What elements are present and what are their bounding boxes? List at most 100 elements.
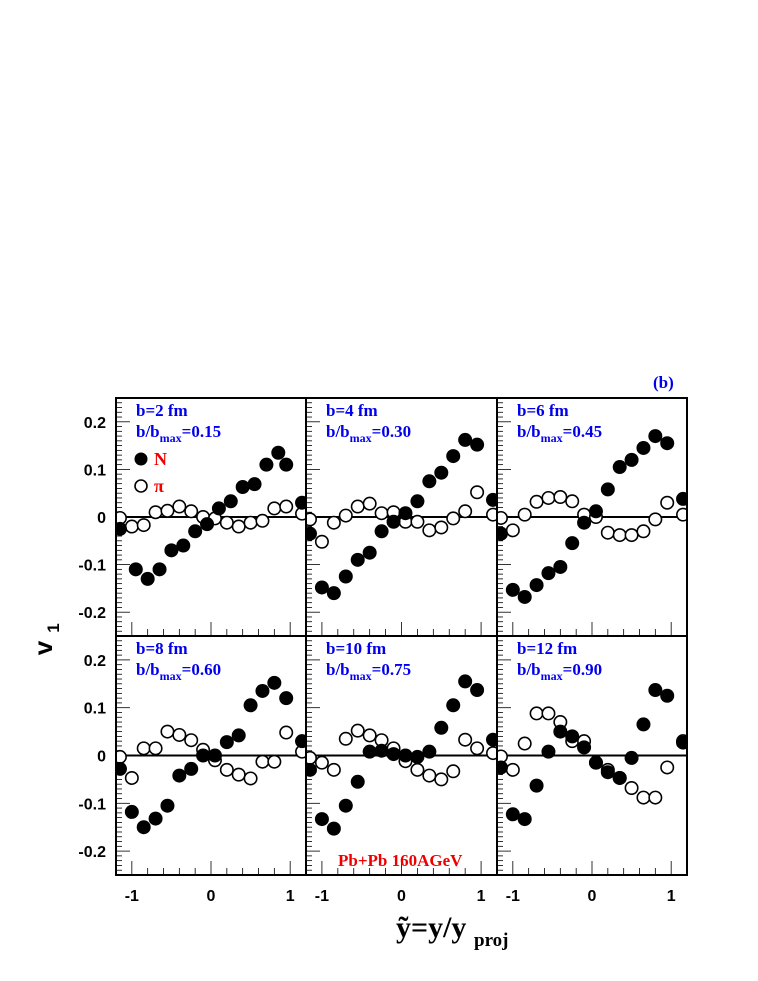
x-axis-label-sub: proj bbox=[474, 930, 508, 951]
nucleon-point bbox=[116, 761, 127, 776]
nucleon-point bbox=[184, 761, 199, 776]
nucleon-point bbox=[350, 552, 365, 567]
pion-point bbox=[600, 525, 615, 540]
nucleon-point bbox=[136, 820, 151, 835]
nucleon-point bbox=[470, 437, 485, 452]
nucleon-point bbox=[588, 504, 603, 519]
nucleon-point bbox=[338, 569, 353, 584]
pion-point bbox=[422, 768, 437, 783]
pion-point bbox=[148, 741, 163, 756]
nucleon-point bbox=[267, 675, 282, 690]
nucleon-point bbox=[517, 589, 532, 604]
nucleon-point bbox=[565, 536, 580, 551]
nucleon-point bbox=[338, 798, 353, 813]
nucleon-point bbox=[207, 748, 222, 763]
panel-3: b=6 fmb/bmax=0.45 bbox=[496, 397, 688, 637]
x-tick-label: -1 bbox=[506, 888, 520, 905]
panel-grid: b=2 fmb/bmax=0.15-0.2-0.100.10.2b=4 fmb/… bbox=[78, 397, 688, 905]
pion-point bbox=[314, 534, 329, 549]
nucleon-point bbox=[676, 491, 687, 506]
pion-point bbox=[184, 733, 199, 748]
pion-point bbox=[517, 736, 532, 751]
legend-label-pi: π bbox=[154, 476, 164, 496]
y-tick-label: 0.2 bbox=[84, 653, 106, 670]
pion-point bbox=[529, 494, 544, 509]
nucleon-point bbox=[497, 526, 508, 541]
nucleon-point bbox=[517, 812, 532, 827]
x-tick-label: 0 bbox=[588, 888, 597, 905]
nucleon-point bbox=[362, 545, 377, 560]
nucleon-point bbox=[422, 744, 437, 759]
pion-point bbox=[505, 523, 520, 538]
markers bbox=[497, 429, 687, 604]
pion-point bbox=[172, 727, 187, 742]
y-tick-label: -0.1 bbox=[78, 558, 106, 575]
pion-point bbox=[422, 523, 437, 538]
nucleon-point bbox=[553, 559, 568, 574]
legend-open-circle-icon bbox=[134, 479, 148, 493]
pion-point bbox=[267, 501, 282, 516]
pion-point bbox=[470, 485, 485, 500]
nucleon-point bbox=[140, 571, 155, 586]
figure-tag: (b) bbox=[653, 373, 674, 392]
pion-point bbox=[184, 504, 199, 519]
pion-point bbox=[434, 772, 449, 787]
nucleon-point bbox=[505, 807, 520, 822]
pion-point bbox=[529, 706, 544, 721]
pion-point bbox=[648, 790, 663, 805]
pion-point bbox=[160, 503, 175, 518]
nucleon-point bbox=[434, 465, 449, 480]
x-tick-label: 0 bbox=[207, 888, 216, 905]
nucleon-point bbox=[565, 729, 580, 744]
pion-point bbox=[486, 746, 497, 761]
pion-point bbox=[636, 790, 651, 805]
nucleon-point bbox=[160, 798, 175, 813]
nucleon-point bbox=[148, 811, 163, 826]
markers bbox=[306, 432, 497, 601]
nucleon-point bbox=[164, 543, 179, 558]
legend: N π bbox=[134, 449, 167, 496]
pion-point bbox=[624, 528, 639, 543]
nucleon-point bbox=[410, 494, 425, 509]
pion-point bbox=[660, 760, 675, 775]
nucleon-point bbox=[306, 526, 317, 541]
pion-point bbox=[136, 518, 151, 533]
nucleon-point bbox=[553, 724, 568, 739]
nucleon-point bbox=[486, 492, 497, 507]
nucleon-point bbox=[505, 582, 520, 597]
pion-point bbox=[497, 510, 508, 525]
pion-point bbox=[219, 515, 234, 530]
nucleon-point bbox=[326, 586, 341, 601]
pion-point bbox=[636, 524, 651, 539]
pion-point bbox=[541, 490, 556, 505]
nucleon-point bbox=[219, 735, 234, 750]
panel-impact-label: b=2 fm bbox=[136, 401, 188, 420]
pion-point bbox=[136, 741, 151, 756]
pion-point bbox=[410, 514, 425, 529]
nucleon-point bbox=[152, 562, 167, 577]
pion-point bbox=[410, 762, 425, 777]
pion-point bbox=[279, 725, 294, 740]
pion-point bbox=[612, 528, 627, 543]
nucleon-point bbox=[259, 457, 274, 472]
nucleon-point bbox=[326, 821, 341, 836]
x-tick-label: 0 bbox=[397, 888, 406, 905]
y-axis-label: v 1 bbox=[28, 623, 63, 655]
nucleon-point bbox=[458, 674, 473, 689]
nucleon-point bbox=[279, 691, 294, 706]
pion-point bbox=[676, 507, 687, 522]
nucleon-point bbox=[398, 748, 413, 763]
y-tick-label: -0.2 bbox=[78, 844, 106, 861]
x-axis-label-main: ỹ=y/y bbox=[396, 911, 466, 944]
pion-point bbox=[243, 515, 258, 530]
panel-frame bbox=[496, 635, 688, 876]
pion-point bbox=[219, 762, 234, 777]
nucleon-point bbox=[386, 747, 401, 762]
nucleon-point bbox=[374, 743, 389, 758]
panel-impact-label: b=4 fm bbox=[326, 401, 378, 420]
markers bbox=[497, 683, 687, 827]
panel-impact-label: b=8 fm bbox=[136, 639, 188, 658]
nucleon-point bbox=[600, 482, 615, 497]
